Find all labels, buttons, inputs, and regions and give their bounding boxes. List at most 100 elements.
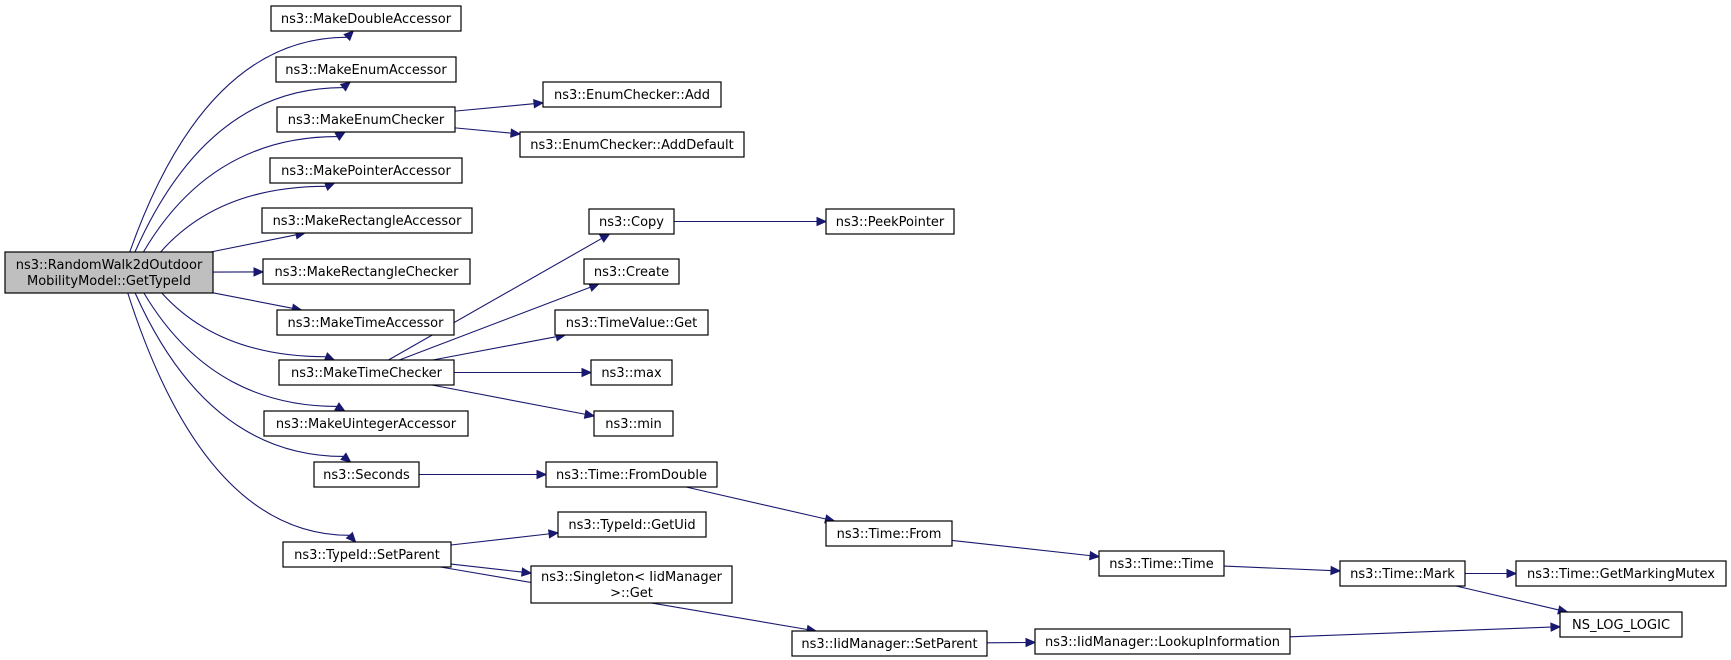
- node-label: ns3::PeekPointer: [836, 215, 945, 230]
- arrowhead-icon: [334, 402, 346, 412]
- node-nslog[interactable]: NS_LOG_LOGIC: [1559, 611, 1683, 638]
- node-box[interactable]: [825, 208, 955, 235]
- arrowhead-icon: [521, 567, 533, 577]
- node-box[interactable]: [278, 359, 455, 386]
- node-getuid[interactable]: ns3::TypeId::GetUid: [557, 511, 707, 538]
- node-min[interactable]: ns3::min: [593, 410, 674, 437]
- node-box[interactable]: [791, 630, 988, 657]
- edge-root-to-makerectacc: [210, 230, 307, 253]
- node-fromdouble[interactable]: ns3::Time::FromDouble: [545, 461, 718, 488]
- node-label: ns3::MakeTimeAccessor: [288, 316, 445, 331]
- arrowhead-icon: [816, 216, 828, 227]
- arrowhead-icon: [581, 367, 593, 378]
- edge-fromdouble-to-timefrom: [685, 486, 836, 524]
- node-peekpointer[interactable]: ns3::PeekPointer: [825, 208, 955, 235]
- node-box[interactable]: [269, 157, 463, 184]
- edge-maketimechk-to-max: [454, 367, 593, 378]
- node-box[interactable]: [276, 106, 456, 133]
- node-box[interactable]: [1098, 550, 1225, 577]
- edge-line: [161, 292, 326, 358]
- node-box[interactable]: [557, 511, 707, 538]
- node-copy[interactable]: ns3::Copy: [588, 208, 675, 235]
- edge-makeenumchk-to-enumadd: [454, 99, 545, 112]
- edge-line: [454, 127, 512, 134]
- edge-line: [160, 185, 327, 253]
- node-seconds[interactable]: ns3::Seconds: [313, 461, 420, 488]
- node-getmarkingmutex[interactable]: ns3::Time::GetMarkingMutex: [1515, 560, 1727, 587]
- node-box[interactable]: [530, 565, 733, 604]
- arrowhead-icon: [334, 131, 347, 141]
- edge-seconds-to-fromdouble: [419, 469, 548, 480]
- node-label: ns3::max: [601, 366, 662, 381]
- arrowhead-icon: [1089, 550, 1101, 561]
- node-label: ns3::Seconds: [323, 468, 410, 483]
- node-create[interactable]: ns3::Create: [583, 258, 680, 285]
- node-makeenumchk[interactable]: ns3::MakeEnumChecker: [276, 106, 456, 133]
- edge-line: [431, 384, 586, 415]
- node-box[interactable]: [1339, 560, 1466, 587]
- node-box[interactable]: [583, 258, 680, 285]
- node-timevalueget[interactable]: ns3::TimeValue::Get: [554, 309, 709, 336]
- node-enumadddefault[interactable]: ns3::EnumChecker::AddDefault: [519, 131, 745, 158]
- node-maketimechk[interactable]: ns3::MakeTimeChecker: [278, 359, 455, 386]
- edge-line: [143, 292, 337, 407]
- edge-line: [450, 563, 523, 573]
- node-lookupinfo[interactable]: ns3::IidManager::LookupInformation: [1034, 628, 1291, 655]
- arrowhead-icon: [1330, 565, 1342, 576]
- edge-typeidsetparent-to-getuid: [450, 529, 560, 546]
- node-maketimeacc[interactable]: ns3::MakeTimeAccessor: [276, 309, 455, 336]
- node-box[interactable]: [282, 541, 452, 568]
- edge-root-to-typeidsetparent: [127, 292, 357, 543]
- node-box[interactable]: [519, 131, 745, 158]
- node-iidsetparent[interactable]: ns3::IidManager::SetParent: [791, 630, 988, 657]
- node-makeptracc[interactable]: ns3::MakePointerAccessor: [269, 157, 463, 184]
- node-makedouble[interactable]: ns3::MakeDoubleAccessor: [270, 5, 462, 32]
- node-label: ns3::MakeEnumAccessor: [285, 63, 447, 78]
- node-box[interactable]: [1034, 628, 1291, 655]
- node-box[interactable]: [275, 56, 457, 83]
- edge-line: [685, 486, 826, 520]
- edge-lookupinfo-to-nslog: [1289, 622, 1562, 638]
- node-label: ns3::TypeId::GetUid: [568, 518, 695, 533]
- node-singletonget[interactable]: ns3::Singleton< IidManager>::Get: [530, 565, 733, 604]
- node-label: ns3::MakeRectangleChecker: [275, 265, 460, 280]
- edge-timemark-to-getmarkingmutex: [1465, 568, 1518, 579]
- node-box[interactable]: [313, 461, 420, 488]
- node-typeidsetparent[interactable]: ns3::TypeId::SetParent: [282, 541, 452, 568]
- edge-root-to-makerectchk: [212, 267, 265, 277]
- node-box[interactable]: [276, 309, 455, 336]
- node-label: ns3::MakeTimeChecker: [291, 366, 443, 381]
- node-root[interactable]: ns3::RandomWalk2dOutdoorMobilityModel::G…: [4, 251, 214, 294]
- arrowhead-icon: [339, 81, 352, 92]
- edge-iidsetparent-to-lookupinfo: [986, 637, 1037, 648]
- node-box[interactable]: [590, 359, 673, 386]
- node-box[interactable]: [262, 258, 471, 285]
- node-timetime[interactable]: ns3::Time::Time: [1098, 550, 1225, 577]
- node-box[interactable]: [593, 410, 674, 437]
- node-makerectacc[interactable]: ns3::MakeRectangleAccessor: [261, 207, 473, 234]
- node-box[interactable]: [545, 461, 718, 488]
- node-makeenumacc[interactable]: ns3::MakeEnumAccessor: [275, 56, 457, 83]
- node-label: ns3::min: [605, 417, 662, 432]
- node-box[interactable]: [542, 81, 722, 108]
- node-makeuintacc[interactable]: ns3::MakeUintegerAccessor: [263, 410, 469, 437]
- edge-line: [127, 292, 350, 536]
- arrowhead-icon: [1550, 622, 1562, 632]
- edge-typeidsetparent-to-singletonget: [450, 563, 533, 577]
- node-box[interactable]: [588, 208, 675, 235]
- node-box[interactable]: [263, 410, 469, 437]
- node-box[interactable]: [1515, 560, 1727, 587]
- node-enumadd[interactable]: ns3::EnumChecker::Add: [542, 81, 722, 108]
- node-box[interactable]: [825, 520, 953, 547]
- node-makerectchk[interactable]: ns3::MakeRectangleChecker: [262, 258, 471, 285]
- edge-root-to-makeenumacc: [134, 81, 352, 253]
- node-box[interactable]: [270, 5, 462, 32]
- node-box[interactable]: [554, 309, 709, 336]
- node-label: ns3::MakeRectangleAccessor: [273, 214, 463, 229]
- node-max[interactable]: ns3::max: [590, 359, 673, 386]
- node-box[interactable]: [4, 251, 214, 294]
- node-timefrom[interactable]: ns3::Time::From: [825, 520, 953, 547]
- node-timemark[interactable]: ns3::Time::Mark: [1339, 560, 1466, 587]
- node-box[interactable]: [261, 207, 473, 234]
- node-box[interactable]: [1559, 611, 1683, 638]
